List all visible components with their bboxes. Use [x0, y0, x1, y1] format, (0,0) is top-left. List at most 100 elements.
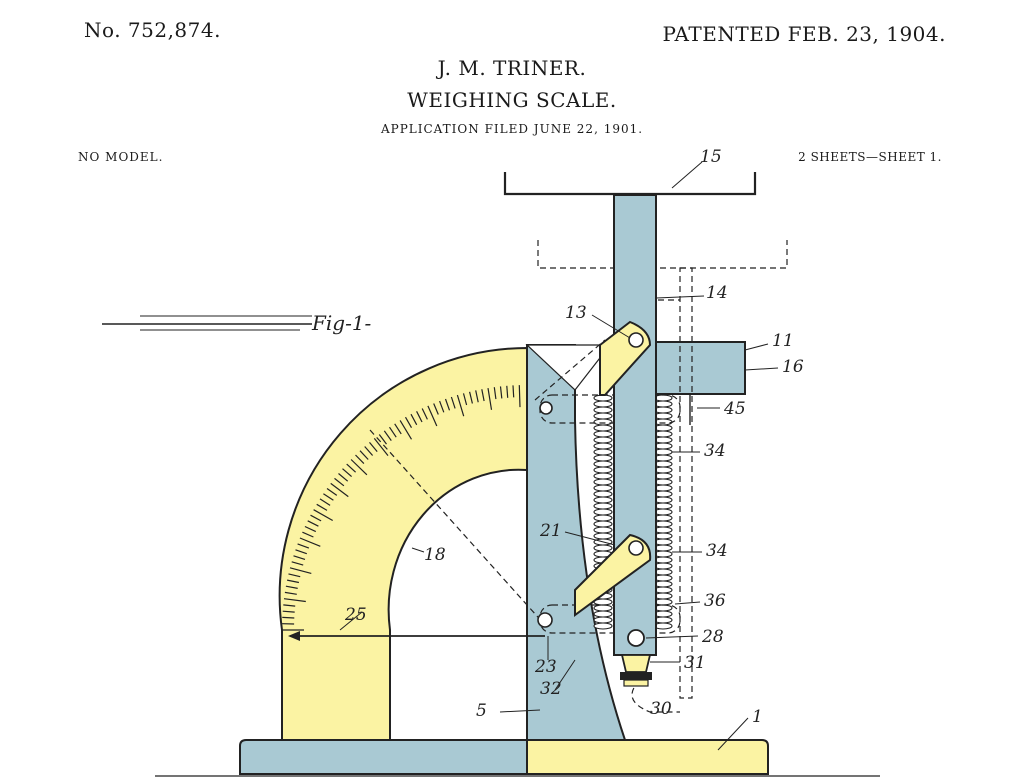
dial-tick [450, 396, 456, 409]
dial-tick [350, 459, 368, 476]
ref-14: 14 [706, 283, 728, 303]
dial-tick [334, 477, 345, 487]
spring-coil-turn [593, 502, 613, 510]
spring-coil-turn [593, 430, 613, 438]
sheet-count: 2 SHEETS—SHEET 1. [798, 150, 942, 164]
dial-tick [416, 411, 423, 423]
dial-tick [373, 438, 389, 456]
dial-tick [310, 514, 322, 522]
dial-tick [481, 389, 485, 402]
dial-tick [404, 416, 413, 428]
spring-coil-turn [593, 508, 613, 516]
dial-tick [421, 408, 428, 420]
dial-tick [462, 393, 468, 406]
spring-coil-turn [593, 478, 613, 486]
ref-34-lower: 34 [706, 541, 728, 561]
spring-coil-turn [593, 412, 613, 420]
ref-28: 28 [701, 627, 724, 647]
dial-tick [316, 503, 328, 511]
dial-tick [355, 454, 365, 465]
patent-title: WEIGHING SCALE. [407, 88, 617, 112]
scale-base [155, 739, 880, 777]
dial-tick [506, 385, 509, 398]
figure-label-text: Fig-1- [311, 311, 372, 335]
dial-tick [346, 463, 357, 473]
graduated-dial [278, 346, 528, 741]
dial-tick [394, 423, 402, 435]
spring-coil-turn [593, 514, 613, 522]
spring-coil-turn [593, 448, 613, 456]
dial-tick [338, 473, 349, 482]
spring-coil-turn [593, 520, 613, 528]
ref-36: 36 [704, 591, 726, 611]
dial-tick [475, 390, 479, 403]
spring-coil-turn [593, 622, 613, 630]
spring-coil-turn [593, 484, 613, 492]
ref-30: 30 [650, 699, 672, 719]
dial-tick [304, 525, 317, 533]
dial-tick [313, 509, 333, 522]
spring-coil-turn [593, 460, 613, 468]
application-filed-date: APPLICATION FILED JUNE 22, 1901. [380, 122, 644, 136]
dial-tick [499, 386, 503, 399]
ref-34-upper: 34 [704, 441, 726, 461]
dial-tick [469, 391, 473, 404]
inventor-name: J. M. TRINER. [437, 56, 587, 80]
dial-tick [307, 520, 319, 527]
dial-tick [456, 394, 465, 417]
ref-11: 11 [772, 331, 794, 351]
ref-21: 21 [539, 521, 562, 541]
dial-tick [493, 387, 497, 400]
dial-tick [288, 573, 301, 578]
ref-16: 16 [782, 357, 804, 377]
dial-tick [284, 591, 297, 595]
leader-lines [339, 161, 779, 751]
spring-coil-turn [593, 442, 613, 450]
dial-tick [302, 531, 314, 538]
dial-tick [330, 482, 349, 498]
patent-number: No. 752,874. [84, 18, 221, 42]
dial-tick [383, 430, 392, 441]
dial-tick [295, 549, 307, 555]
dial-tick [512, 385, 515, 398]
spring-coil-turn [593, 616, 613, 624]
patent-date: PATENTED FEB. 23, 1904. [662, 22, 946, 46]
dial-tick [326, 488, 338, 496]
dial-tick [286, 579, 300, 584]
platform-pan [503, 172, 757, 196]
pointer-needle [288, 612, 553, 641]
dial-tick [323, 493, 334, 501]
dial-tick [283, 598, 306, 603]
dial-tick [389, 426, 397, 438]
dial-tick [369, 442, 378, 452]
dial-tick [427, 405, 438, 427]
adjusting-screw [620, 654, 652, 687]
ref-31: 31 [684, 653, 706, 673]
spring-coil-turn [593, 526, 613, 534]
spring-coil-turn [593, 496, 613, 504]
ref-25: 25 [344, 605, 367, 625]
dial-tick [433, 403, 439, 415]
ref-5: 5 [476, 701, 487, 721]
dial-tick [283, 604, 296, 607]
dial-tick [282, 616, 295, 619]
dial-tick [518, 385, 521, 408]
spring-coil-turn [593, 454, 613, 462]
spring-coil-turn [593, 532, 613, 540]
dial-tick [299, 537, 321, 547]
dial-tick [487, 388, 493, 410]
dial-tick [289, 567, 312, 574]
pivot-pin [539, 401, 645, 647]
model-note: NO MODEL. [78, 150, 164, 164]
dial-tick [359, 450, 369, 460]
spring-coil-turn [593, 490, 613, 498]
dial-tick [285, 585, 298, 589]
spring-coil-turn [593, 406, 613, 414]
dial-tick [291, 561, 304, 566]
ref-45: 45 [723, 399, 746, 419]
bracket-arm [649, 341, 746, 395]
ref-1: 1 [752, 707, 763, 727]
ref-15: 15 [700, 147, 722, 167]
figure-label: Fig-1- [102, 311, 372, 335]
